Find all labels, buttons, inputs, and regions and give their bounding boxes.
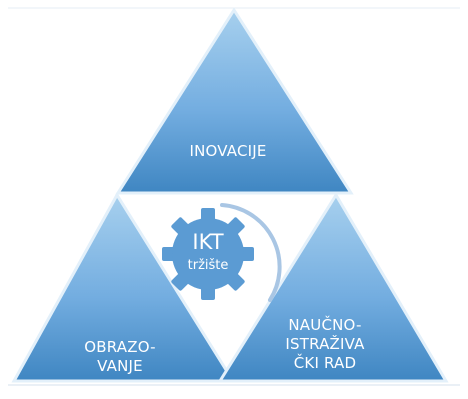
node-label-naucno-istrazivacki-rad: NAUČNO- ISTRAŽIVA ČKI RAD xyxy=(285,316,365,372)
center-title: IKT xyxy=(192,230,224,254)
triangle-left xyxy=(11,192,236,383)
triangle-top xyxy=(115,7,354,195)
cycle-arc xyxy=(220,203,282,302)
center-subtitle: tržište xyxy=(187,258,229,273)
node-label-inovacije: INOVACIJE xyxy=(189,142,267,160)
gear-icon xyxy=(162,208,254,300)
node-label-obrazovanje: OBRAZO- VANJE xyxy=(84,338,156,375)
